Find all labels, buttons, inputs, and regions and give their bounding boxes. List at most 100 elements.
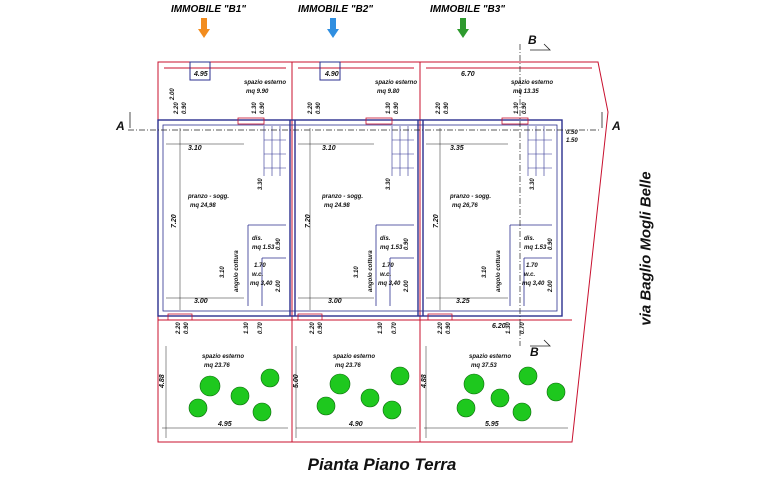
unit-2-room-area: mq 24.98	[324, 203, 350, 209]
unit-2-cottura: angolo cottura	[368, 250, 374, 292]
section-a-right: A	[611, 119, 621, 133]
unit-2-op-c: 1.30	[386, 102, 392, 114]
section-b-bottom: B	[530, 345, 539, 359]
unit-1-room-area: mq 24,98	[190, 203, 216, 209]
unit-2-ext-bot-area: mq 23.76	[335, 363, 361, 369]
unit-b2-label: IMMOBILE "B2"	[298, 4, 374, 15]
unit-3-room-area: mq 26,76	[452, 203, 478, 209]
unit-3-op-e: 2.20	[438, 322, 444, 335]
unit-2-ext-top-name: spazio esterno	[375, 80, 417, 86]
unit-2-dis-w: 1.70	[382, 263, 394, 269]
chimney-b1	[189, 61, 211, 81]
unit-3-op-c: 1.30	[514, 102, 520, 114]
page-title: Pianta Piano Terra	[307, 455, 457, 474]
chimney-b2	[319, 61, 341, 81]
unit-3-op-b: 0.90	[444, 102, 450, 114]
unit-3-kitchen-width: 3.25	[456, 298, 470, 305]
unit-1-kitchen-depth: 3.10	[220, 266, 226, 278]
unit-1-op-c: 1.30	[252, 102, 258, 114]
unit-3-wc-depth: 2.00	[548, 280, 554, 293]
unit-3-wc-area: mq 3,40	[522, 281, 545, 287]
unit-3-ext-bot-name: spazio esterno	[469, 354, 511, 360]
unit-2-op-h: 0.70	[392, 322, 398, 334]
unit-3-cottura: angolo cottura	[496, 250, 502, 292]
unit-1-ext-top-area: mq 9.90	[246, 89, 269, 95]
unit-2-wc-area: mq 3,40	[378, 281, 401, 287]
unit-2-top-width: 4.90	[324, 71, 339, 78]
unit-3-partition: 0.90	[548, 238, 554, 250]
unit-1-bottom-width: 4.95	[217, 421, 232, 428]
street-name: via Baglio Mogli Belle	[637, 171, 655, 326]
unit-3-room-width: 3.35	[450, 145, 464, 152]
section-b-top: B	[528, 33, 537, 47]
unit-2-dis-area: mq 1.53	[380, 245, 403, 251]
unit-3-dis-area: mq 1.53	[524, 245, 547, 251]
unit-2-kitchen-width: 3.00	[328, 298, 342, 305]
unit-1-wc-area: mq 3,40	[250, 281, 273, 287]
unit-1-side-depth: 4.88	[159, 374, 166, 389]
unit-1-kitchen-width: 3.00	[194, 298, 208, 305]
unit-2-room-name: pranzo - sogg.	[321, 194, 363, 200]
wall-openings	[167, 117, 529, 321]
unit-1-op-g: 1.30	[244, 322, 250, 334]
unit-1-dis-area: mq 1.53	[252, 245, 275, 251]
unit-3-ext-top-name: spazio esterno	[511, 80, 553, 86]
unit-3-op-f: 0.90	[446, 322, 452, 334]
unit-3-depth: 7.20	[433, 214, 440, 228]
unit-3-kitchen-depth: 3.10	[482, 266, 488, 278]
unit-1-partition: 0.90	[276, 238, 282, 250]
unit-2-ext-bot-name: spazio esterno	[333, 354, 375, 360]
unit-2-bottom-width: 4.90	[348, 421, 363, 428]
unit-1-top-width: 4.95	[193, 71, 208, 78]
unit-1-op-b: 0.90	[182, 102, 188, 114]
section-lines	[128, 44, 600, 346]
unit-3-op-h: 0.70	[520, 322, 526, 334]
unit-2-wc-depth: 2.00	[404, 280, 410, 293]
unit-3-bottom-width: 5.95	[485, 421, 499, 428]
unit-2-op-b: 0.90	[316, 102, 322, 114]
unit-1-dis-w: 1.70	[254, 263, 266, 269]
unit-3-dis-w: 1.70	[526, 263, 538, 269]
unit-1-room-width: 3.10	[188, 145, 202, 152]
unit-1-op-a: 2.20	[174, 102, 180, 115]
building-walls	[157, 119, 563, 317]
unit-b1-arrow-icon	[198, 18, 210, 38]
unit-3-top-width: 6.70	[461, 71, 475, 78]
unit-1-ext-bot-area: mq 23.76	[204, 363, 230, 369]
unit-3-room-name: pranzo - sogg.	[449, 194, 491, 200]
wall-a: 0.50	[566, 130, 578, 136]
unit-1-stair: 3.30	[258, 178, 264, 190]
unit-1-wc-name: w.c.	[252, 272, 263, 278]
unit-2-side-depth: 5.00	[293, 374, 300, 388]
b3-rear: 6.20	[492, 323, 506, 330]
unit-2-ext-top-area: mq 9.80	[377, 89, 400, 95]
unit-b1-label: IMMOBILE "B1"	[171, 4, 247, 15]
unit-3-side-depth: 4.88	[421, 374, 428, 389]
unit-3-ext-bot-area: mq 37.53	[471, 363, 497, 369]
unit-2-stair: 3.30	[386, 178, 392, 190]
garden-shrubs	[188, 366, 566, 422]
unit-2-kitchen-depth: 3.10	[354, 266, 360, 278]
unit-2-op-f: 0.90	[318, 322, 324, 334]
unit-2-partition: 0.90	[404, 238, 410, 250]
unit-2-op-a: 2.20	[308, 102, 314, 115]
unit-3-op-a: 2.20	[436, 102, 442, 115]
unit-1-dis-name: dis.	[252, 236, 263, 242]
unit-3-stair: 3.30	[530, 178, 536, 190]
unit-2-op-e: 2.20	[310, 322, 316, 335]
unit-b2-arrow-icon	[327, 18, 339, 38]
unit-2-op-g: 1.30	[378, 322, 384, 334]
unit-1-wc-depth: 2.00	[276, 280, 282, 293]
unit-1-cottura: angolo cottura	[234, 250, 240, 292]
unit-1-room-name: pranzo - sogg.	[187, 194, 229, 200]
unit-2-room-width: 3.10	[322, 145, 336, 152]
front-gap: 2.00	[170, 88, 176, 101]
unit-1-op-f: 0.90	[184, 322, 190, 334]
unit-3-dis-name: dis.	[524, 236, 535, 242]
unit-1-op-e: 2.20	[176, 322, 182, 335]
unit-2-depth: 7.20	[305, 214, 312, 228]
wall-b: 1.50	[566, 138, 578, 144]
unit-b3-label: IMMOBILE "B3"	[430, 4, 506, 15]
property-boundary	[157, 61, 609, 443]
